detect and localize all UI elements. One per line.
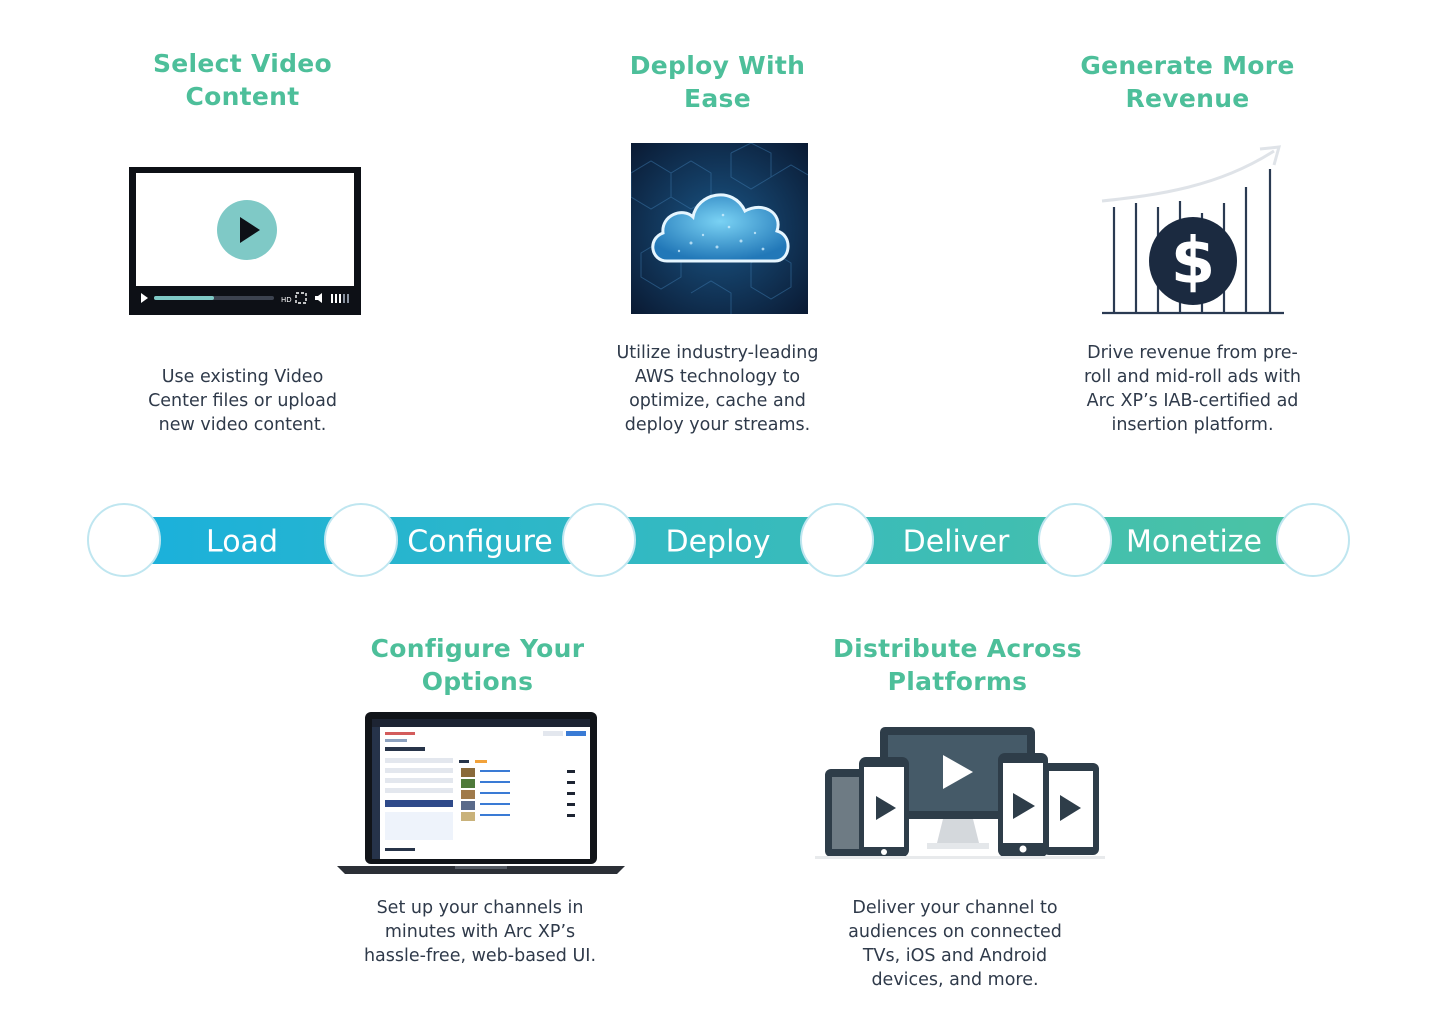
- step-title: Configure Your Options: [370, 634, 585, 696]
- cloud-icon: [631, 143, 808, 314]
- dollar-icon: [1149, 217, 1237, 305]
- step-distribute-desc: Deliver your channel to audiences on con…: [815, 896, 1095, 992]
- step-description: Use existing Video Center files or uploa…: [148, 367, 337, 435]
- step-revenue-desc: Drive revenue from pre- roll and mid-rol…: [1060, 341, 1325, 437]
- pipeline-node-1: [87, 503, 161, 577]
- pipeline-node-4: [800, 503, 874, 577]
- step-revenue: Generate More Revenue: [1040, 49, 1335, 115]
- step-title: Deploy With Ease: [629, 51, 806, 113]
- devices-icon: [815, 727, 1105, 859]
- step-select-video-desc: Use existing Video Center files or uploa…: [110, 365, 375, 437]
- pipeline-stage-configure: Configure: [407, 525, 552, 560]
- step-distribute: Distribute Across Platforms: [800, 632, 1115, 698]
- pipeline-node-5: [1038, 503, 1112, 577]
- step-description: Utilize industry-leading AWS technology …: [616, 343, 819, 435]
- video-player-icon: HD: [129, 167, 361, 315]
- revenue-growth-icon: $: [1101, 145, 1284, 315]
- pipeline-bar: Load Configure Deploy Deliver Monetize: [87, 503, 1350, 577]
- pipeline-stage-deploy: Deploy: [665, 525, 770, 560]
- step-select-video: Select Video Content: [95, 47, 390, 113]
- pipeline-node-2: [324, 503, 398, 577]
- pipeline-stage-load: Load: [206, 525, 278, 560]
- step-description: Deliver your channel to audiences on con…: [848, 898, 1062, 990]
- step-description: Drive revenue from pre- roll and mid-rol…: [1083, 343, 1302, 435]
- step-title: Distribute Across Platforms: [833, 634, 1082, 696]
- step-title: Generate More Revenue: [1080, 51, 1295, 113]
- pipeline-node-3: [562, 503, 636, 577]
- laptop-icon: [337, 712, 625, 874]
- step-configure-desc: Set up your channels in minutes with Arc…: [345, 896, 615, 968]
- step-deploy-desc: Utilize industry-leading AWS technology …: [585, 341, 850, 437]
- pipeline-node-6: [1276, 503, 1350, 577]
- pipeline-stage-monetize: Monetize: [1126, 525, 1262, 560]
- step-description: Set up your channels in minutes with Arc…: [363, 898, 597, 966]
- svg-text:$: $: [1171, 225, 1216, 299]
- step-deploy: Deploy With Ease: [570, 49, 865, 115]
- hd-label: HD: [281, 296, 292, 304]
- step-title: Select Video Content: [152, 49, 333, 111]
- pipeline-stage-deliver: Deliver: [903, 525, 1010, 560]
- step-configure: Configure Your Options: [330, 632, 625, 698]
